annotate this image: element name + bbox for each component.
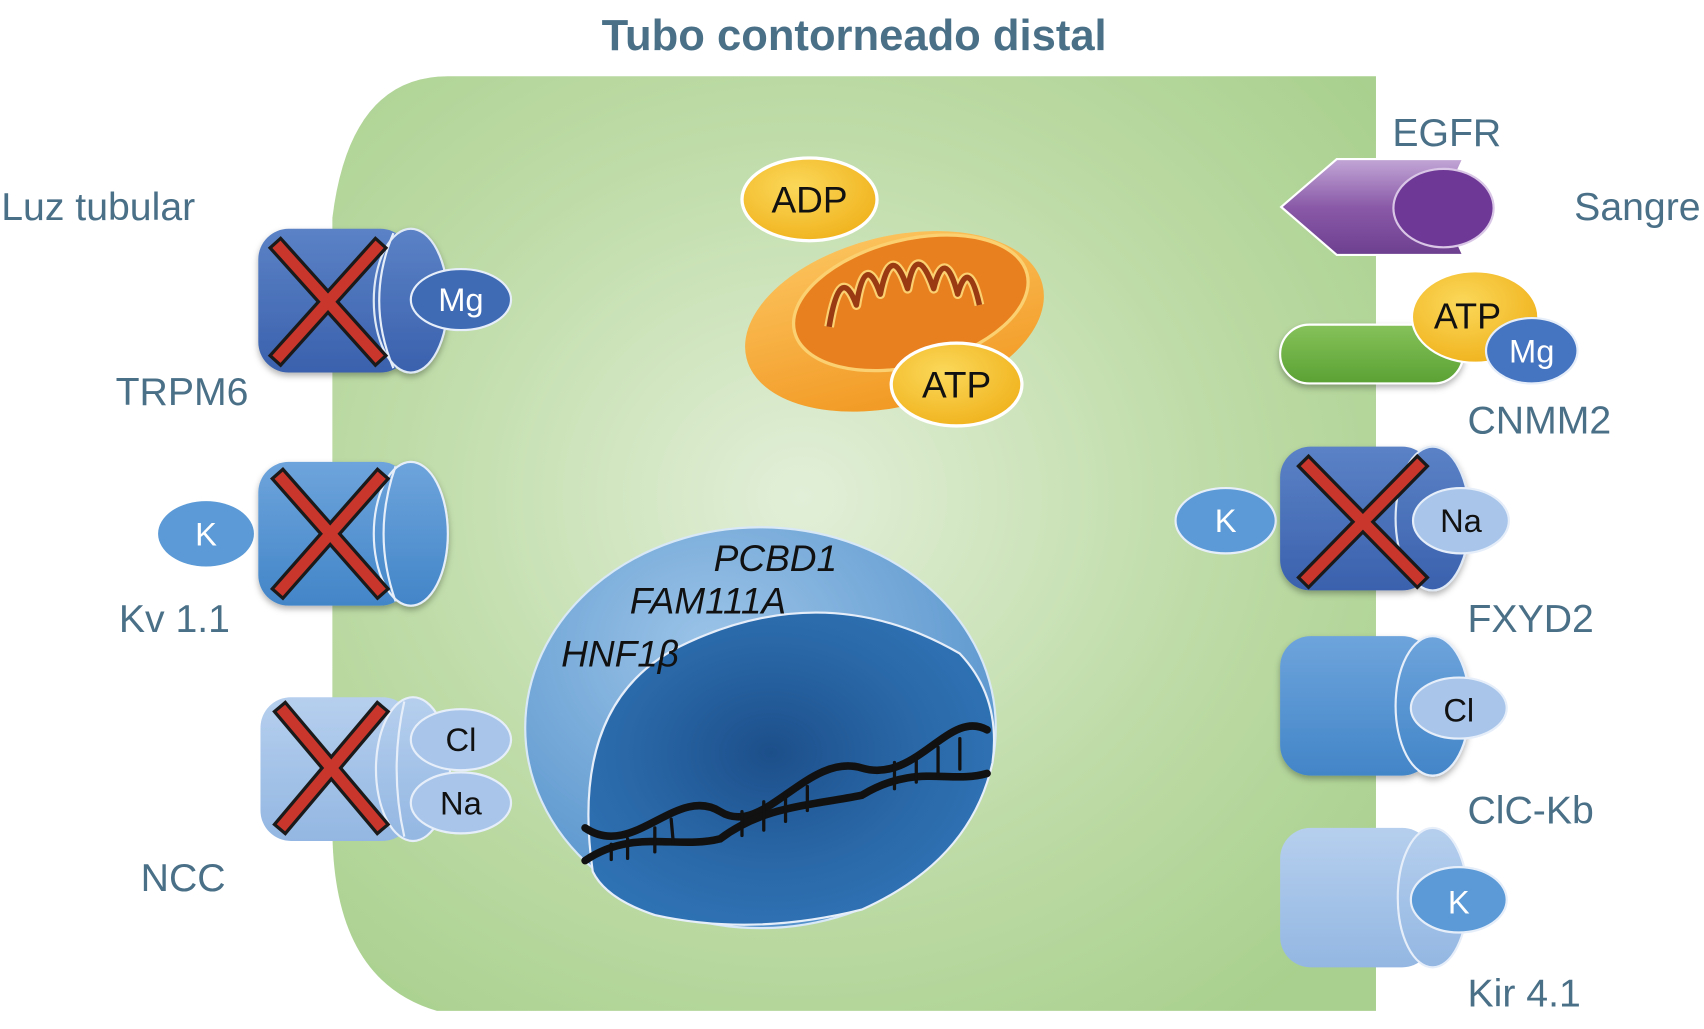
gene-label: FAM111A [630,579,786,621]
fxyd2-label: FXYD2 [1467,598,1593,641]
svg-text:Mg: Mg [438,281,483,318]
ion-na: Na [409,771,513,835]
svg-text:Na: Na [1440,502,1483,539]
ncc-label: NCC [141,857,226,900]
kv11-label: Kv 1.1 [119,598,230,641]
svg-text:K: K [195,515,217,552]
svg-text:Cl: Cl [1443,692,1474,729]
svg-text:Mg: Mg [1509,332,1554,369]
ion-mg: Mg [1484,317,1579,385]
ion-cl: Cl [409,708,513,772]
svg-text:ATP: ATP [922,364,991,406]
svg-text:K: K [1215,502,1237,539]
ion-k: K [1174,486,1277,555]
ion-na: Na [1411,486,1510,555]
svg-text:Na: Na [440,784,483,821]
atp-molecule: ATP [889,341,1024,428]
blocked-x-icon [272,700,391,836]
egfr-receptor [1279,157,1495,256]
gene-label: PCBD1 [714,537,837,579]
blocked-x-icon [267,236,389,368]
blocked-x-icon [269,467,391,601]
svg-text:Cl: Cl [445,721,476,758]
diagram-title: Tubo contorneado distal [602,12,1107,60]
cnmm2-label: CNMM2 [1467,400,1611,443]
ion-k: K [1409,866,1508,934]
ion-k: K [158,501,254,567]
lumen-label: Luz tubular [1,186,195,229]
blood-label: Sangre [1574,186,1700,229]
nucleus [524,526,997,930]
gene-label: HNF1β [561,633,679,675]
svg-text:ADP: ADP [771,178,847,220]
ion-cl: Cl [1409,676,1508,740]
egfr-label: EGFR [1392,112,1501,155]
kir41-label: Kir 4.1 [1467,973,1580,1016]
dna-helix-icon [581,722,991,865]
svg-text:K: K [1448,883,1470,920]
adp-molecule: ADP [740,156,879,243]
ion-mg: Mg [409,267,513,332]
svg-text:ATP: ATP [1434,295,1501,336]
clckb-label: ClC-Kb [1467,790,1593,833]
blocked-x-icon [1296,453,1430,590]
trpm6-label: TRPM6 [116,371,249,414]
